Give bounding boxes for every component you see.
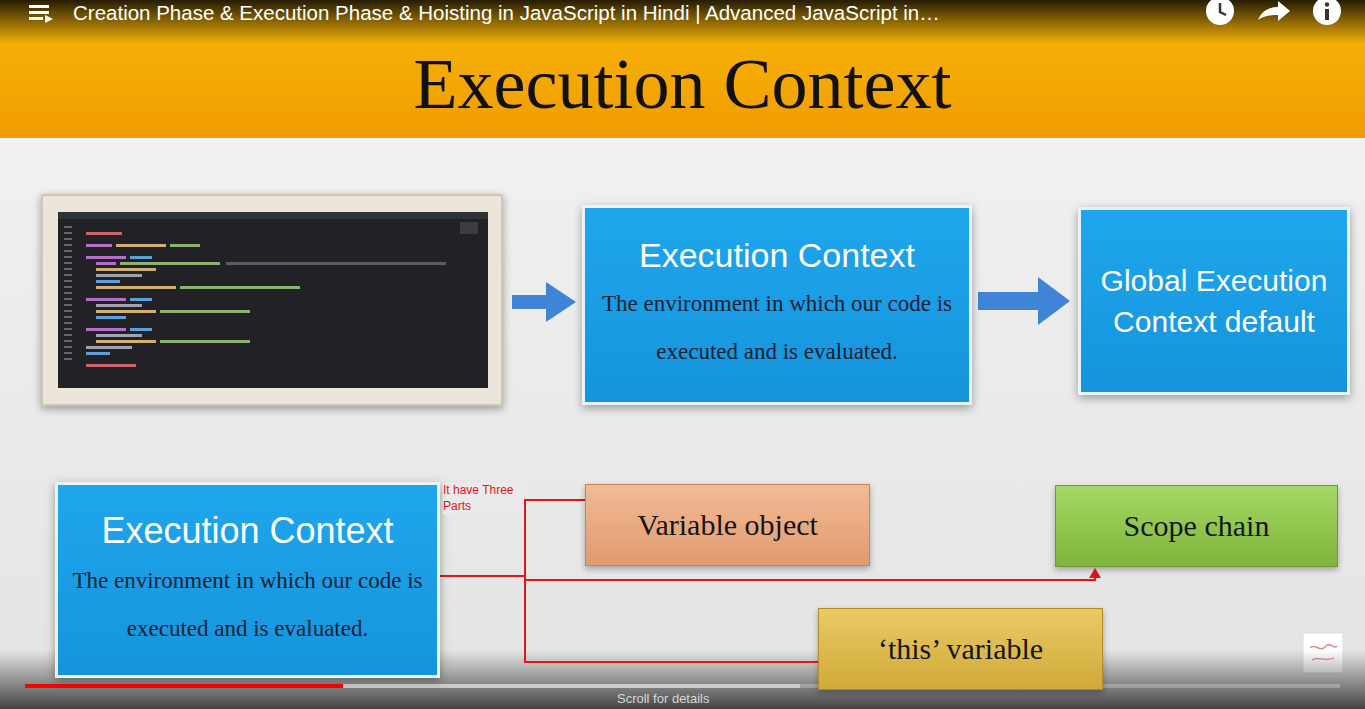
part-box: Variable object — [585, 484, 870, 566]
box-body: The environment in which our code is exe… — [597, 280, 957, 376]
box-label: ‘this’ variable — [878, 631, 1043, 667]
box-label: Global Execution Context default — [1093, 260, 1335, 343]
box-heading: Execution Context — [101, 508, 393, 553]
player-top-shade — [0, 0, 1365, 44]
progress-bar — [25, 684, 1340, 688]
part-box: Scope chain — [1055, 485, 1338, 567]
context-box: Execution ContextThe environment in whic… — [582, 205, 972, 405]
context-box: Execution ContextThe environment in whic… — [55, 482, 440, 678]
block-arrow — [978, 292, 1038, 310]
box-label: Variable object — [637, 507, 818, 543]
title-band — [0, 0, 1365, 138]
box-label: Scope chain — [1124, 508, 1270, 544]
player-hint: Scroll for details — [617, 691, 709, 706]
share-icon — [1258, 1, 1290, 21]
part-box: ‘this’ variable — [818, 608, 1103, 690]
annotation-line — [440, 576, 818, 662]
annotation-note: It have Three Parts — [443, 482, 521, 514]
watch-later-icon — [1206, 0, 1234, 25]
flow-arrow — [512, 282, 576, 322]
code-screenshot — [42, 195, 502, 405]
code-lines — [64, 226, 446, 367]
box-body: The environment in which our code is exe… — [70, 557, 425, 653]
annotation-line — [440, 576, 1095, 580]
video-title: Creation Phase & Execution Phase & Hoist… — [73, 0, 940, 26]
box-heading: Execution Context — [639, 234, 915, 277]
global-context-box: Global Execution Context default — [1078, 207, 1350, 395]
menu-icon — [29, 5, 53, 23]
info-icon — [1313, 0, 1341, 25]
slide-title: Execution Context — [0, 30, 1365, 138]
